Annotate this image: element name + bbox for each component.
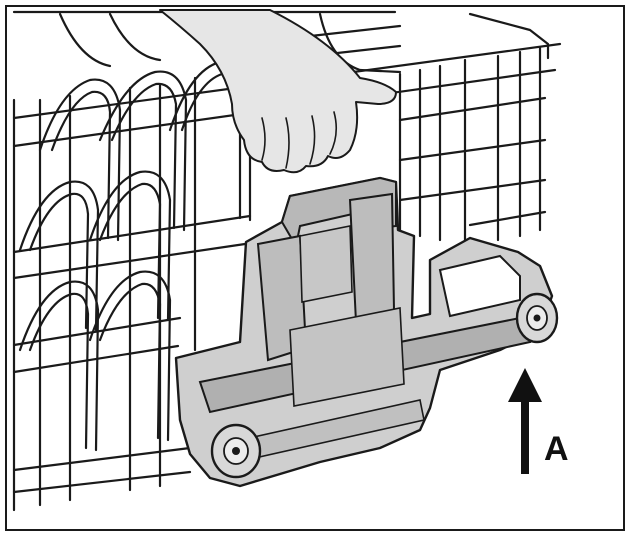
upward-arrow <box>508 368 542 474</box>
removable-holder <box>174 176 559 488</box>
dish-rack <box>12 10 562 512</box>
diagram-border <box>5 5 625 531</box>
hand-illustration <box>159 9 397 174</box>
callout-label-a: A <box>544 430 569 468</box>
